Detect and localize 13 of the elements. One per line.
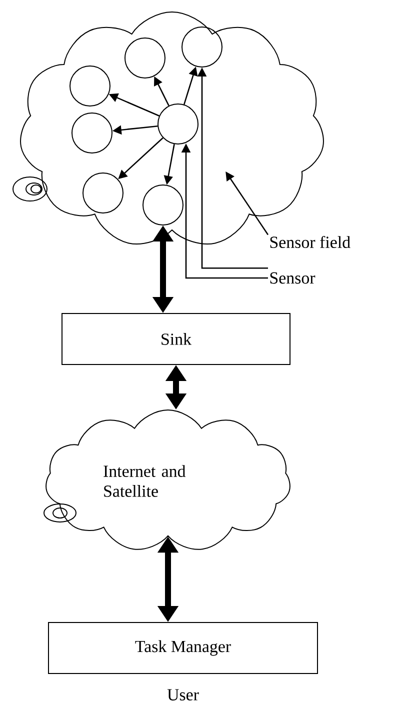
process-box: Task Manager <box>48 622 318 674</box>
text-label: Sensor field <box>270 236 350 248</box>
sensor-circle <box>142 184 184 226</box>
sensor-circle <box>82 172 124 214</box>
process-box: Sink <box>62 313 290 365</box>
text-label: Sensor <box>270 272 316 284</box>
sensor-circle <box>72 112 112 154</box>
sensor-circle <box>124 38 166 78</box>
sensor-circle <box>158 104 198 144</box>
caption-text: User <box>167 689 199 700</box>
sensor-circle <box>182 26 222 68</box>
network-cloud: Internet and Satellite <box>46 410 290 550</box>
sensor-circle <box>70 66 110 106</box>
